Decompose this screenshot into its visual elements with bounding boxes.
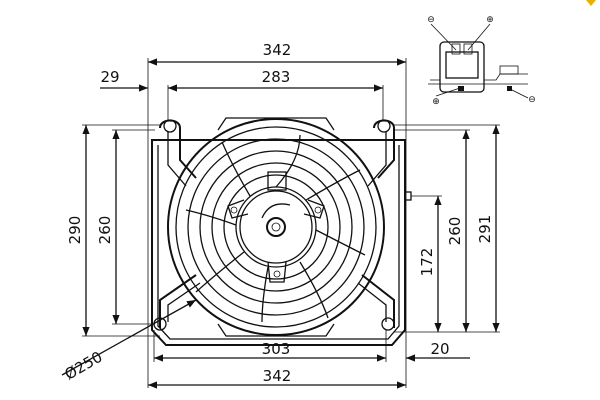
fan-shroud-ring [167,117,385,337]
dim-bottom-width: 342 [263,367,292,385]
dim-height-right-outer: 291 [476,215,494,244]
connector-wiring-inset: ⊖ ⊕ ⊕ ⊖ [427,15,536,107]
corner-mark-icon [586,0,596,6]
dimension-labels: 342 29 283 290 260 172 260 291 303 20 34… [61,41,494,385]
dim-connector-height: 172 [418,248,436,277]
dimension-lines [61,58,500,389]
dim-hole-spacing-top: 283 [262,68,291,86]
dim-bracket-offset: 29 [100,68,119,86]
dim-height-right-inner: 260 [446,217,464,246]
dim-hole-spacing-bottom: 303 [262,340,291,358]
dim-height-left-outer: 290 [66,216,84,245]
fan-motor-hub [227,171,325,283]
dim-height-left-inner: 260 [96,216,114,245]
dim-top-width: 342 [263,41,292,59]
minus-terminal-icon: ⊖ [427,15,435,25]
fan-shroud-frame [151,119,412,346]
minus-terminal-icon-bottom: ⊖ [528,95,536,105]
dim-fan-diameter: Ø250 [61,348,105,384]
fan-guard-grille [185,134,366,323]
dim-bottom-offset: 20 [430,340,449,358]
plus-terminal-icon: ⊕ [486,15,494,25]
plus-terminal-icon-bottom: ⊕ [432,97,440,107]
